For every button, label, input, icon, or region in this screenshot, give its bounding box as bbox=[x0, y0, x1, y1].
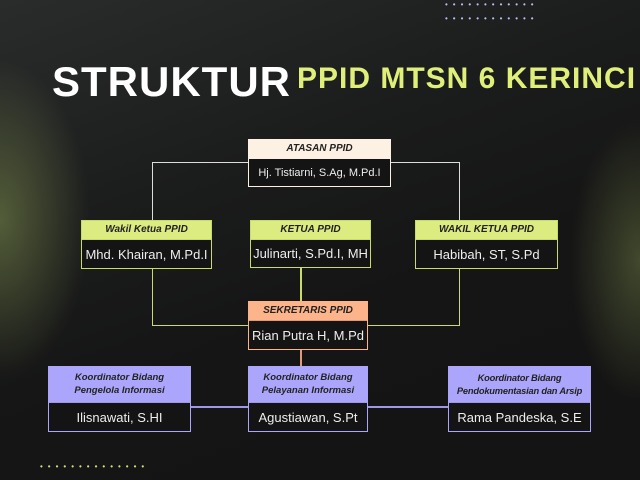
decorative-dots: •••••••••••• bbox=[445, 0, 539, 9]
decorative-dots: •••••••••••••• bbox=[40, 462, 150, 471]
node-koordinator-pelayanan: Koordinator Bidang Pelayanan Informasi A… bbox=[248, 366, 368, 432]
node-atasan: ATASAN PPID Hj. Tistiarni, S.Ag, M.Pd.I bbox=[248, 139, 391, 187]
title-ppid: PPID MTSN 6 KERINCI bbox=[297, 62, 637, 95]
node-koordinator-pengelola: Koordinator Bidang Pengelola Informasi I… bbox=[48, 366, 191, 432]
decorative-dots: •••••••••••• bbox=[445, 14, 539, 23]
node-role: KETUA PPID bbox=[251, 221, 370, 239]
node-wakil-ketua-2: WAKIL KETUA PPID Habibah, ST, S.Pd bbox=[415, 220, 558, 269]
node-name: Julinarti, S.Pd.I, MH bbox=[251, 239, 370, 267]
node-role: Koordinator Bidang Pengelola Informasi bbox=[49, 367, 190, 402]
node-name: Agustiawan, S.Pt bbox=[249, 402, 367, 431]
node-role: ATASAN PPID bbox=[249, 140, 390, 158]
node-role: Koordinator Bidang Pelayanan Informasi bbox=[249, 367, 367, 402]
node-name: Hj. Tistiarni, S.Ag, M.Pd.I bbox=[249, 158, 390, 186]
node-role: Koordinator Bidang Pendokumentasian dan … bbox=[449, 367, 590, 402]
node-koordinator-pendokumentasian: Koordinator Bidang Pendokumentasian dan … bbox=[448, 366, 591, 432]
node-name: Rama Pandeska, S.E bbox=[449, 402, 590, 431]
node-role: WAKIL KETUA PPID bbox=[416, 221, 557, 239]
node-role: Wakil Ketua PPID bbox=[82, 221, 211, 239]
node-name: Habibah, ST, S.Pd bbox=[416, 239, 557, 268]
title-struktur: STRUKTUR bbox=[52, 58, 291, 105]
connector-line bbox=[300, 350, 302, 366]
node-name: Mhd. Khairan, M.Pd.I bbox=[82, 239, 211, 268]
node-wakil-ketua-1: Wakil Ketua PPID Mhd. Khairan, M.Pd.I bbox=[81, 220, 212, 269]
connector-line bbox=[300, 268, 302, 302]
node-role: SEKRETARIS PPID bbox=[249, 302, 367, 320]
node-name: Ilisnawati, S.HI bbox=[49, 402, 190, 431]
node-ketua: KETUA PPID Julinarti, S.Pd.I, MH bbox=[250, 220, 371, 268]
node-sekretaris: SEKRETARIS PPID Rian Putra H, M.Pd bbox=[248, 301, 368, 350]
node-name: Rian Putra H, M.Pd bbox=[249, 320, 367, 349]
